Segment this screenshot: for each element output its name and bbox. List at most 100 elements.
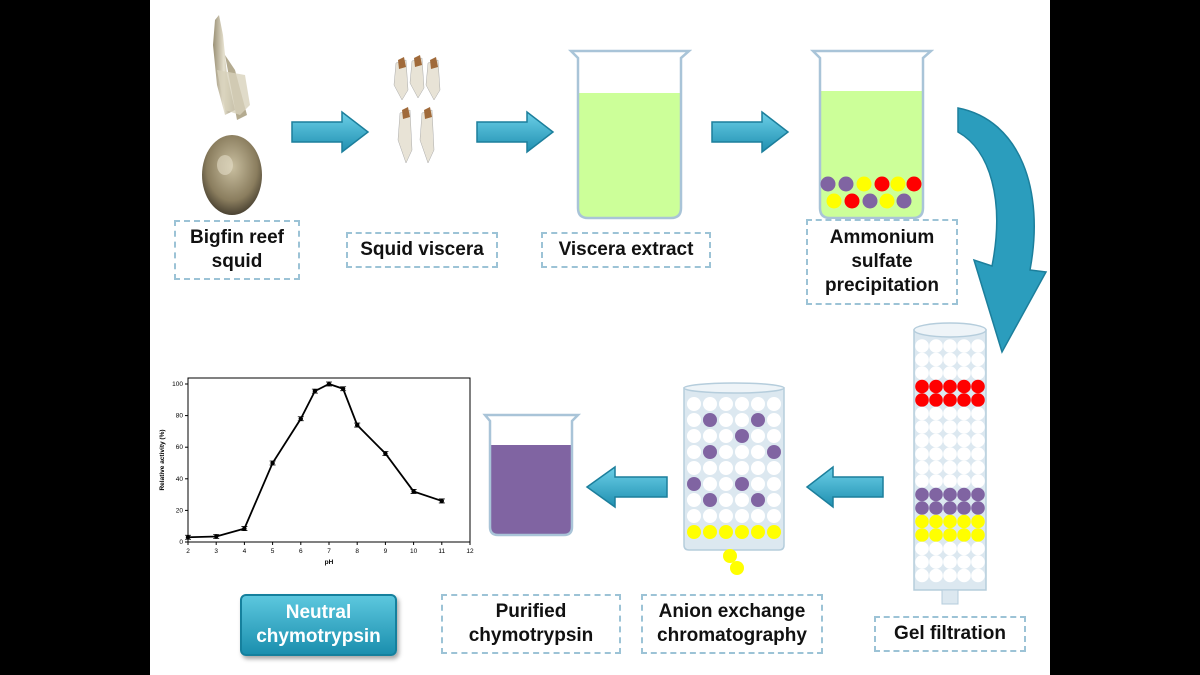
gel-bead	[929, 447, 943, 461]
error-bar	[213, 534, 220, 539]
gel-bead	[929, 487, 943, 502]
gel-bead	[957, 339, 971, 353]
gel-bead	[957, 568, 971, 583]
gel-bead	[971, 393, 985, 407]
anion-bead	[703, 461, 717, 475]
label-viscera-extract: Viscera extract	[541, 232, 711, 268]
gel-bead	[915, 406, 929, 421]
anion-exchange-column	[683, 382, 785, 575]
gel-bead	[943, 339, 957, 353]
anion-bead	[687, 461, 701, 475]
gel-bead	[957, 541, 971, 556]
x-axis-label: pH	[325, 559, 334, 566]
gel-bead	[971, 366, 985, 380]
anion-bead	[703, 509, 717, 523]
gel-bead	[929, 339, 943, 353]
anion-bead	[703, 525, 717, 539]
gel-bead	[915, 447, 929, 461]
anion-bead	[735, 397, 749, 411]
error-bar	[311, 388, 318, 394]
beaker-viscera-extract	[568, 49, 692, 220]
anion-bead	[735, 525, 749, 539]
error-bar	[326, 381, 332, 387]
label-squid-viscera: Squid viscera	[346, 232, 498, 268]
gel-bead	[943, 447, 957, 461]
gel-bead	[943, 379, 957, 394]
error-bar	[297, 416, 304, 422]
beaker-ammonium-sulfate	[810, 49, 934, 220]
gel-bead	[943, 406, 957, 421]
gel-bead	[957, 460, 971, 475]
gel-bead	[943, 541, 957, 556]
gel-bead	[957, 474, 971, 488]
anion-bead	[735, 445, 749, 459]
gel-bead	[957, 447, 971, 461]
gel-bead	[943, 555, 957, 569]
gel-bead	[915, 393, 929, 407]
gel-bead	[971, 420, 985, 434]
anion-bead	[735, 413, 749, 427]
gel-bead	[929, 474, 943, 488]
y-tick-label: 0	[179, 539, 183, 546]
anion-bead	[751, 509, 765, 523]
y-tick-label: 100	[172, 381, 183, 388]
gel-bead	[971, 487, 985, 502]
y-axis-label: Relative activity (%)	[159, 429, 166, 490]
anion-bead	[767, 525, 781, 539]
gel-bead	[971, 555, 985, 569]
gel-bead	[929, 406, 943, 421]
label-anion-exchange-chromatography: Anion exchange chromatography	[641, 594, 823, 654]
gel-bead	[971, 528, 985, 542]
anion-bead	[719, 525, 733, 539]
gel-filtration-column	[913, 322, 987, 605]
anion-bead	[719, 397, 733, 411]
gel-bead	[915, 514, 929, 529]
x-tick-label: 4	[243, 548, 247, 555]
precipitate-beads	[820, 176, 922, 209]
gel-bead	[929, 501, 943, 515]
gel-bead	[957, 487, 971, 502]
anion-bead	[687, 429, 701, 443]
anion-bead	[767, 429, 781, 443]
error-bar	[185, 534, 191, 540]
anion-bead	[687, 525, 701, 539]
anion-bead	[703, 493, 717, 507]
anion-bead	[735, 509, 749, 523]
gel-bead	[929, 393, 943, 407]
gel-bead	[929, 514, 943, 529]
gel-bead	[915, 433, 929, 448]
anion-bead	[687, 509, 701, 523]
gel-bead	[915, 555, 929, 569]
error-bar	[410, 489, 417, 494]
x-tick-label: 12	[466, 548, 474, 555]
gel-bead	[971, 460, 985, 475]
anion-bead	[735, 429, 749, 443]
anion-bead	[687, 445, 701, 459]
x-tick-label: 7	[327, 548, 331, 555]
x-tick-label: 5	[271, 548, 275, 555]
anion-bead	[751, 525, 765, 539]
gel-bead	[957, 501, 971, 515]
curved-arrow-down	[957, 107, 1048, 354]
arrow-right-3	[711, 110, 790, 154]
anion-bead	[751, 445, 765, 459]
gel-bead	[943, 474, 957, 488]
x-tick-label: 6	[299, 548, 303, 555]
gel-bead	[971, 474, 985, 488]
anion-bead	[687, 493, 701, 507]
gel-bead	[957, 514, 971, 529]
squid-photo-icon	[202, 15, 262, 215]
anion-bead	[767, 477, 781, 491]
y-tick-label: 80	[176, 413, 184, 420]
gel-bead	[971, 339, 985, 353]
gel-bead	[929, 433, 943, 448]
label-ammonium-sulfate-precipitation: Ammonium sulfate precipitation	[806, 219, 958, 305]
gel-bead	[971, 406, 985, 421]
x-tick-label: 3	[214, 548, 218, 555]
anion-bead	[687, 413, 701, 427]
anion-bead	[719, 445, 733, 459]
gel-bead	[929, 568, 943, 583]
arrow-left-1	[805, 465, 884, 509]
